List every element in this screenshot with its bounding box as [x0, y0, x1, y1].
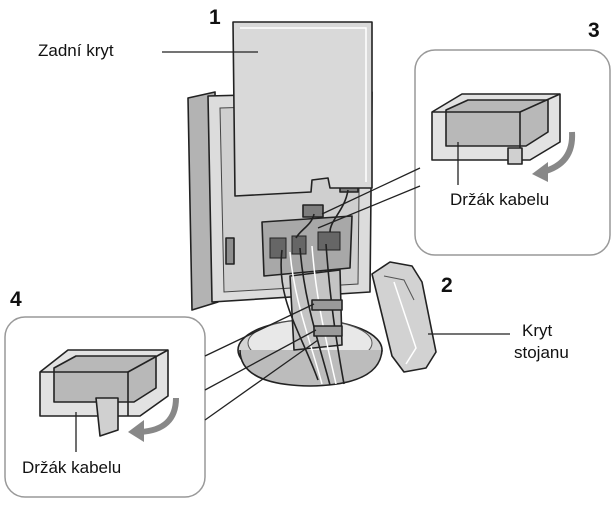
step-number-3: 3	[588, 19, 600, 42]
inset-panel-3	[414, 49, 611, 256]
label-cable-holder-bottom: Držák kabelu	[22, 458, 121, 477]
leader-lines	[75, 51, 510, 452]
step-number-1: 1	[209, 6, 221, 29]
stand-cover	[371, 261, 437, 373]
inset-panel-4	[4, 316, 206, 498]
label-cable-holder-top: Držák kabelu	[450, 190, 549, 209]
label-stand-cover-line2: stojanu	[514, 343, 569, 362]
step-number-2: 2	[441, 274, 453, 297]
back-cover	[232, 21, 373, 197]
label-back-cover: Zadní kryt	[38, 41, 114, 60]
step-number-4: 4	[10, 288, 22, 311]
rotate-arrow-icon	[139, 397, 179, 435]
label-stand-cover-line1: Kryt	[522, 321, 553, 340]
